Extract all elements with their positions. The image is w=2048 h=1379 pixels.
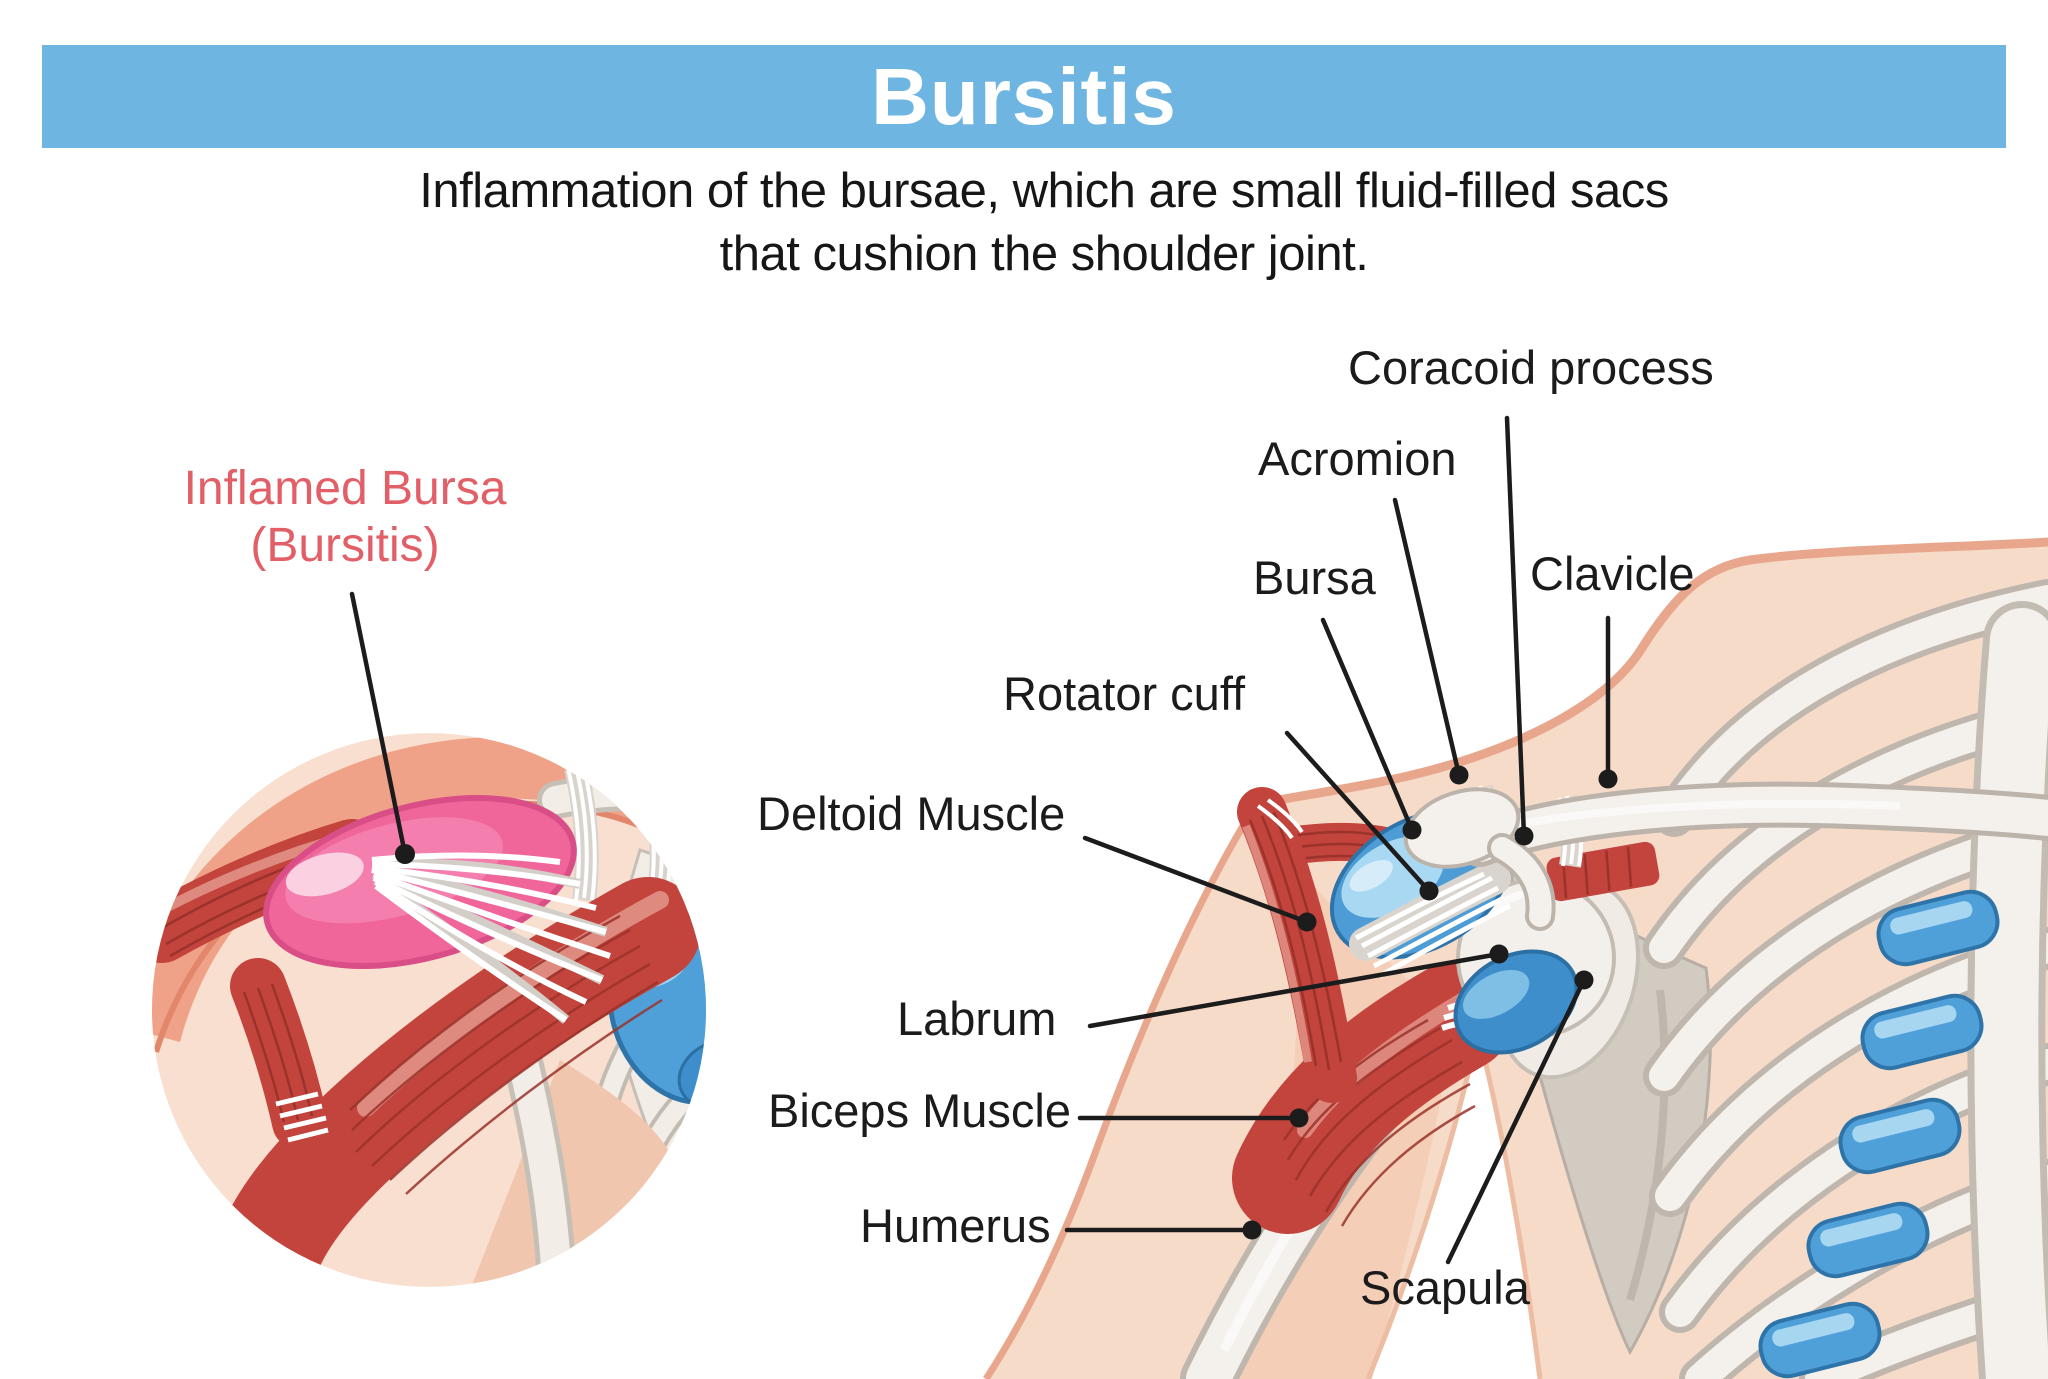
label-labrum: Labrum	[897, 992, 1057, 1045]
page-title: Bursitis	[871, 51, 1177, 141]
subtitle: Inflammation of the bursae, which are sm…	[40, 160, 2048, 286]
label-clavicle: Clavicle	[1530, 547, 1695, 600]
inset-circle-illustration	[152, 733, 706, 1287]
shoulder-illustration	[983, 537, 2048, 1379]
label-rotator-cuff: Rotator cuff	[1003, 667, 1246, 720]
label-acromion: Acromion	[1258, 432, 1457, 485]
label-biceps-muscle: Biceps Muscle	[768, 1084, 1071, 1137]
subtitle-line-2: that cushion the shoulder joint.	[719, 227, 1369, 281]
label-bursa: Bursa	[1253, 551, 1376, 604]
inflamed-bursa-label: Inflamed Bursa (Bursitis)	[140, 460, 550, 574]
inflamed-bursa-label-line-1: Inflamed Bursa	[183, 462, 507, 515]
costal-cartilage	[1758, 889, 2000, 1379]
label-scapula: Scapula	[1360, 1261, 1530, 1314]
subtitle-line-1: Inflammation of the bursae, which are sm…	[419, 164, 1669, 218]
title-banner: Bursitis	[42, 45, 2006, 148]
inflamed-bursa-label-line-2: (Bursitis)	[250, 519, 440, 572]
label-coracoid-process: Coracoid process	[1348, 341, 1714, 394]
leader-lines	[349, 415, 1618, 1265]
label-humerus: Humerus	[860, 1199, 1051, 1252]
label-deltoid-muscle: Deltoid Muscle	[757, 787, 1066, 840]
